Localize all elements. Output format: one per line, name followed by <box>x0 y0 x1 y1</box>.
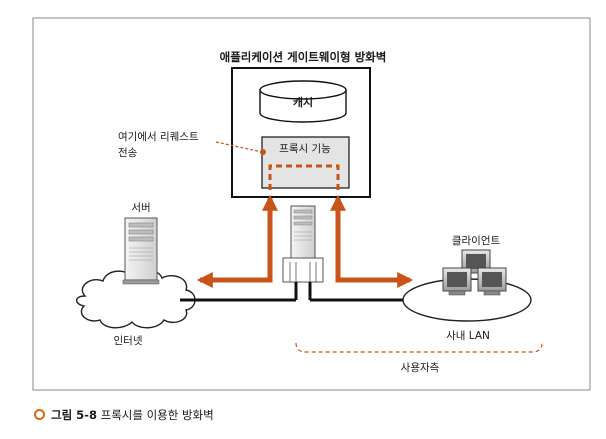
client-computers-icon <box>442 249 507 296</box>
cache-label: 캐시 <box>293 95 313 109</box>
user-side-label: 사용자측 <box>401 362 440 374</box>
user-side-bracket <box>295 342 543 353</box>
server-label: 서버 <box>131 202 150 214</box>
internet-arrow <box>196 194 279 289</box>
proxy-relay-path <box>268 164 340 190</box>
firewall-machine-icon <box>282 205 324 283</box>
internet-cloud <box>75 268 196 329</box>
forward-note-line2: 전송 <box>118 147 138 159</box>
client-label: 클라이언트 <box>452 235 501 247</box>
figure-caption: 그림 5-8 프록시를 이용한 방화벽 <box>34 407 214 423</box>
forward-note-dot <box>260 149 266 155</box>
forward-note-line1: 여기에서 리퀘스트 <box>118 131 199 143</box>
cache-database-icon <box>259 80 347 123</box>
lan-arrow <box>329 194 414 289</box>
server-icon <box>122 217 160 285</box>
proxy-label: 프록시 기능 <box>279 143 331 155</box>
forward-note-leader <box>215 141 263 153</box>
lan-label: 사내 LAN <box>446 330 490 342</box>
proxy-function-box <box>261 136 350 189</box>
caption-text: 프록시를 이용한 방화벽 <box>100 408 214 422</box>
caption-bullet-icon <box>34 409 45 420</box>
internet-label: 인터넷 <box>114 335 143 347</box>
figure-number: 그림 5-8 <box>51 408 97 422</box>
firewall-title: 애플리케이션 게이트웨이형 방화벽 <box>220 50 387 64</box>
